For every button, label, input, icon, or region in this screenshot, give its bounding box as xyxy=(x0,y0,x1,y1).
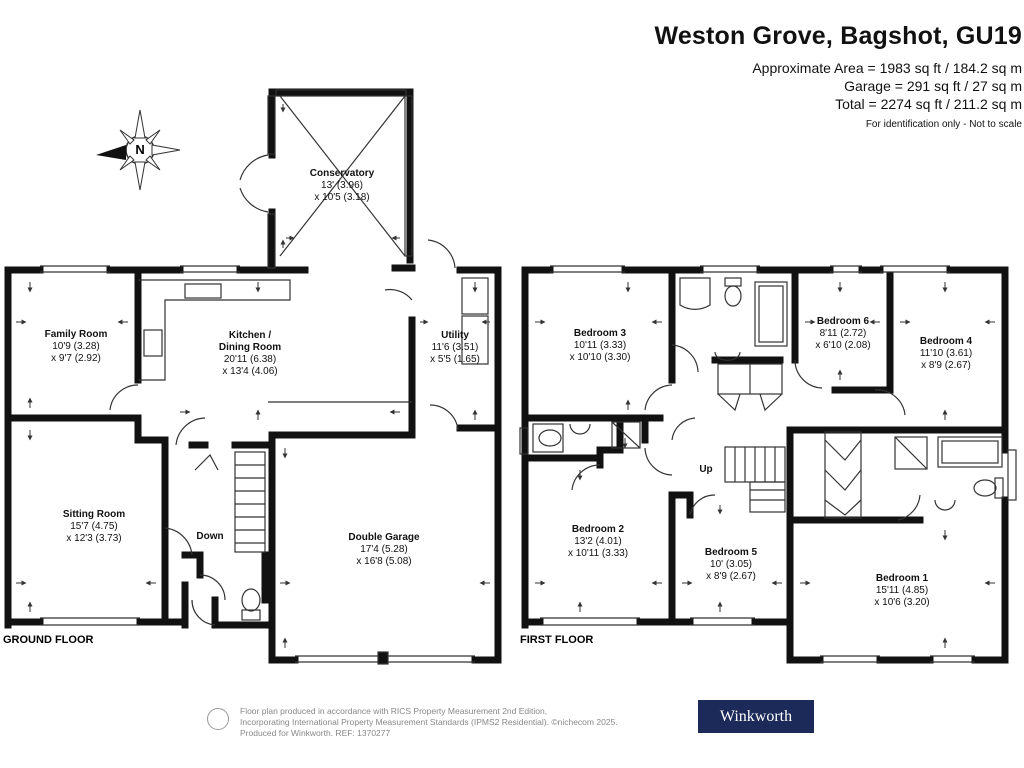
svg-text:Conservatory: Conservatory xyxy=(310,168,375,179)
room-name: Bedroom 4 xyxy=(920,336,973,347)
room-name: Bedroom 6 xyxy=(817,316,870,327)
room-dim: 11'10 (3.61) xyxy=(920,348,972,359)
room-dim: x 16'8 (5.08) xyxy=(356,556,411,567)
room-dim: x 10'5 (3.18) xyxy=(314,192,369,203)
room-name: Bedroom 5 xyxy=(705,547,758,558)
scale-note: For identification only - Not to scale xyxy=(865,119,1022,130)
room-dim: 10' (3.05) xyxy=(710,559,752,570)
room-dim: x 10'11 (3.33) xyxy=(568,548,628,559)
room-dim: 20'11 (6.38) xyxy=(224,354,276,365)
dimension-arrows-first xyxy=(535,282,995,648)
ground-floor-walls xyxy=(4,88,502,664)
room-dim: x 6'10 (2.08) xyxy=(815,340,870,351)
footer-line: Incorporating International Property Mea… xyxy=(240,717,618,727)
winkworth-logo: Winkworth xyxy=(698,700,814,733)
ground-floor-label: GROUND FLOOR xyxy=(3,634,93,646)
area-line-total: Total = 2274 sq ft / 211.2 sq m xyxy=(835,96,1022,112)
room-name: Sitting Room xyxy=(63,509,125,520)
room-name: Family Room xyxy=(45,329,108,340)
conservatory-glazing xyxy=(40,89,489,665)
room-name: Dining Room xyxy=(219,342,281,353)
room-name: Utility xyxy=(441,330,469,341)
room-name: Conservatory xyxy=(310,168,375,179)
room-name: Double Garage xyxy=(348,532,420,543)
room-dim: x 13'4 (4.06) xyxy=(222,366,277,377)
room-dim: x 5'5 (1.65) xyxy=(430,354,480,365)
room-dim: 13'2 (4.01) xyxy=(574,536,622,547)
room-dim: 15'11 (4.85) xyxy=(876,585,928,596)
room-name: Bedroom 1 xyxy=(876,573,929,584)
stairs-up-label: Up xyxy=(699,464,712,475)
property-title: Weston Grove, Bagshot, GU19 xyxy=(654,22,1022,50)
first-floor-label: FIRST FLOOR xyxy=(520,634,593,646)
room-dim: 13' (3.96) xyxy=(321,180,363,191)
room-dim: x 10'10 (3.30) xyxy=(570,352,631,363)
room-dim: 8'11 (2.72) xyxy=(820,328,867,339)
room-dim: 15'7 (4.75) xyxy=(70,521,118,532)
room-dim: 17'4 (5.28) xyxy=(360,544,408,555)
info-icon xyxy=(207,708,229,730)
room-dim: x 12'3 (3.73) xyxy=(66,533,121,544)
footer-notes: Floor plan produced in accordance with R… xyxy=(240,706,618,739)
dimension-arrows-ground xyxy=(16,104,490,648)
room-labels: Conservatory 13' (3.96) x 10'5 (3.18) Fa… xyxy=(45,168,973,608)
room-dim: x 8'9 (2.67) xyxy=(706,571,756,582)
area-line-approximate: Approximate Area = 1983 sq ft / 184.2 sq… xyxy=(752,60,1022,76)
room-dim: x 8'9 (2.67) xyxy=(921,360,971,371)
room-dim: 10'9 (3.28) xyxy=(52,341,100,352)
room-name: Bedroom 3 xyxy=(574,328,627,339)
room-dim: x 9'7 (2.92) xyxy=(51,353,101,364)
room-name: Bedroom 2 xyxy=(572,524,625,535)
room-dim: 10'11 (3.33) xyxy=(574,340,626,351)
stairs-down-label: Down xyxy=(196,531,223,542)
room-name: Kitchen / xyxy=(229,330,271,341)
area-line-garage: Garage = 291 sq ft / 27 sq m xyxy=(844,78,1022,94)
room-dim: x 10'6 (3.20) xyxy=(874,597,929,608)
footer-line: Floor plan produced in accordance with R… xyxy=(240,706,548,716)
footer-line: Produced for Winkworth. REF: 1370277 xyxy=(240,728,391,738)
compass-icon: N xyxy=(96,109,181,191)
first-floor-fittings xyxy=(519,265,1017,663)
room-dim: 11'6 (3.51) xyxy=(432,342,479,353)
compass-label: N xyxy=(135,142,144,157)
